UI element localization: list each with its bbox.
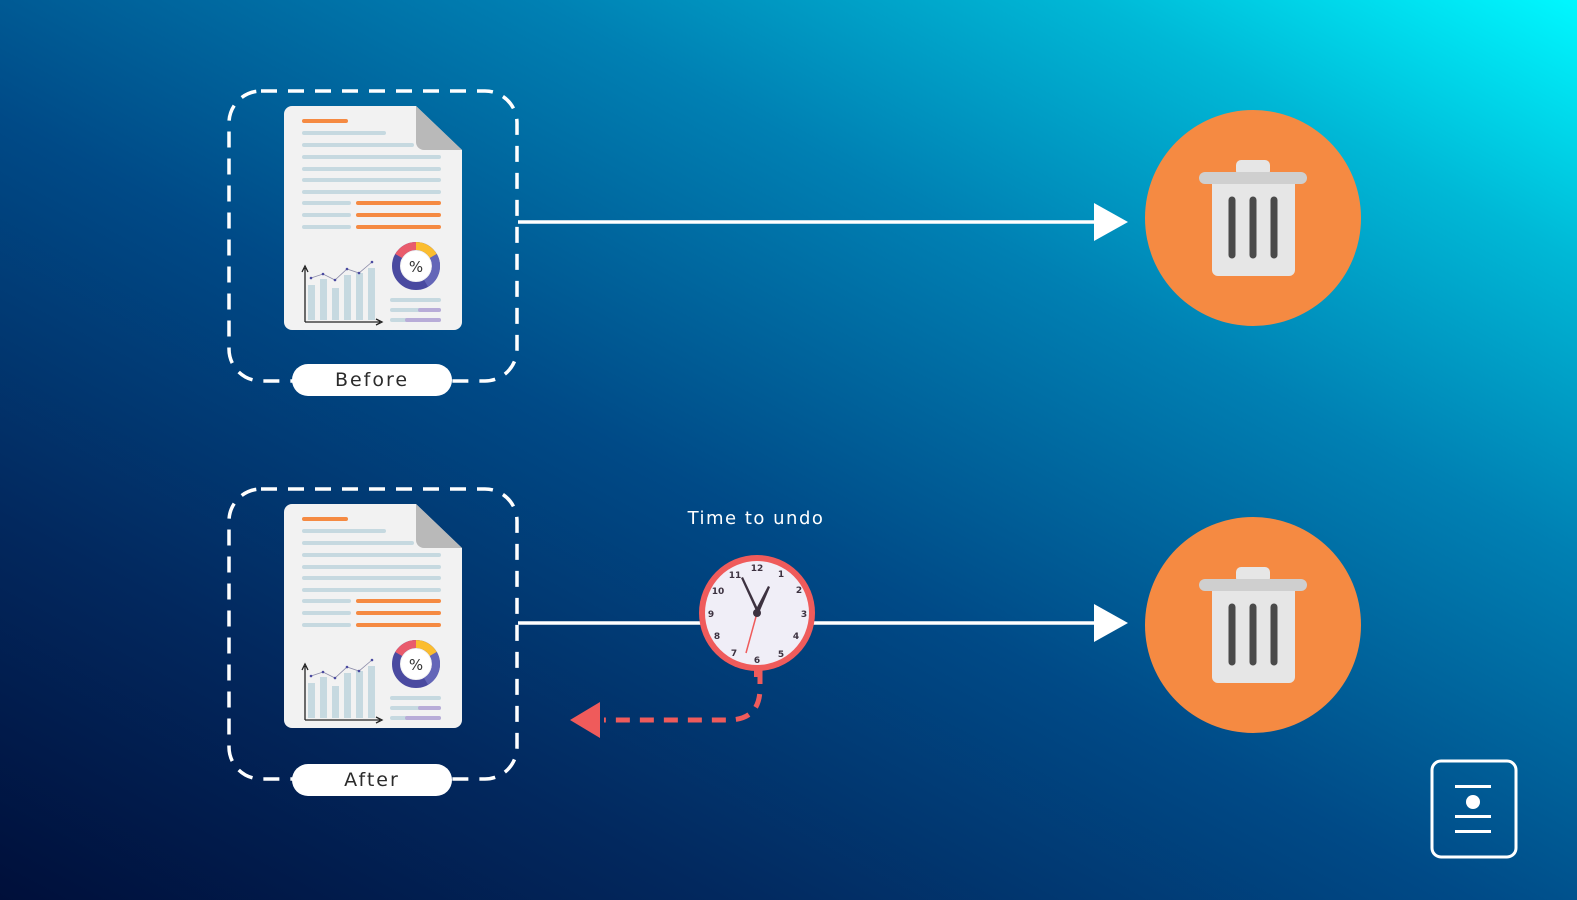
document-logo-icon bbox=[1430, 759, 1518, 859]
svg-text:10: 10 bbox=[712, 587, 725, 597]
after-document-icon: % bbox=[284, 504, 462, 728]
after-label: After bbox=[292, 764, 452, 796]
delete-arrow-bottom bbox=[518, 601, 1130, 645]
clock-icon: 12 1 2 3 4 5 6 7 8 9 10 11 bbox=[697, 553, 817, 677]
svg-text:4: 4 bbox=[793, 632, 799, 642]
trash-icon bbox=[1145, 110, 1361, 326]
svg-text:%: % bbox=[409, 258, 423, 276]
time-to-undo-label: Time to undo bbox=[687, 508, 825, 529]
svg-text:3: 3 bbox=[801, 610, 807, 620]
svg-text:9: 9 bbox=[708, 610, 714, 620]
before-document-icon: % bbox=[284, 106, 462, 330]
svg-text:12: 12 bbox=[751, 564, 764, 574]
svg-text:1: 1 bbox=[778, 570, 784, 580]
delete-arrow-top bbox=[518, 200, 1130, 244]
svg-text:6: 6 bbox=[754, 656, 760, 666]
svg-text:2: 2 bbox=[796, 586, 802, 596]
undo-arrow bbox=[568, 668, 768, 742]
svg-text:5: 5 bbox=[778, 650, 784, 660]
before-label: Before bbox=[292, 364, 452, 396]
trash-icon bbox=[1145, 517, 1361, 733]
svg-text:%: % bbox=[409, 656, 423, 674]
svg-text:11: 11 bbox=[729, 571, 742, 581]
svg-text:8: 8 bbox=[714, 632, 720, 642]
svg-text:7: 7 bbox=[731, 649, 737, 659]
